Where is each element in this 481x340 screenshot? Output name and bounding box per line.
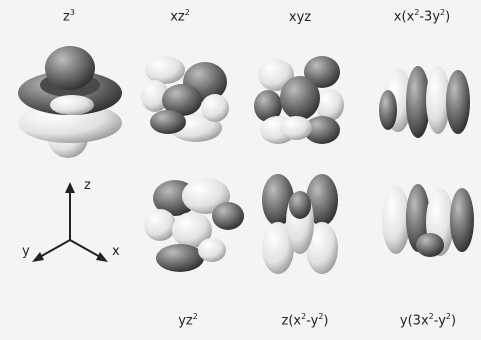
coordinate-axes	[32, 182, 108, 262]
orbital-xyz	[254, 56, 344, 144]
orbital-yz2	[144, 178, 244, 272]
orbital-xz2	[141, 56, 229, 142]
axis-label-x: x	[112, 244, 120, 259]
orbital-y-3x2-y2	[382, 184, 474, 257]
orbital-x-x2-3y2	[379, 66, 470, 138]
axis-label-z: z	[84, 178, 91, 193]
axis-label-y: y	[22, 244, 30, 259]
orbital-z3	[18, 46, 122, 158]
orbital-z-x2-y2	[262, 174, 338, 274]
